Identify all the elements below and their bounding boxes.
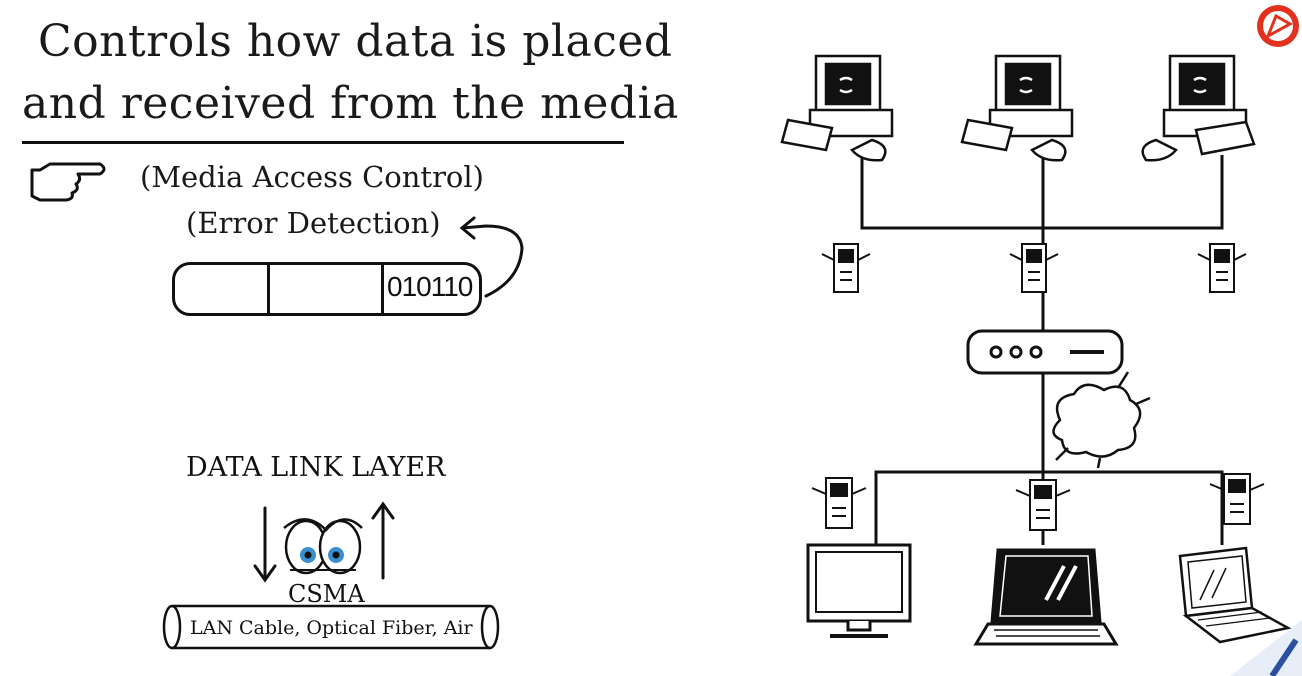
heading-underline: [22, 141, 624, 144]
frame-divider: [267, 265, 270, 313]
loop-arrow-icon: [459, 216, 524, 298]
down-arrow-icon: [253, 506, 277, 583]
brand-logo-icon: [1257, 5, 1299, 47]
network-card-icon: [821, 243, 1247, 293]
corner-accent-icon: [1230, 620, 1302, 676]
csma-label: CSMA: [288, 580, 365, 608]
heading-line-2: and received from the media: [22, 78, 679, 129]
cable-tube: [162, 604, 500, 650]
network-card-icon: [811, 473, 1265, 531]
monitor-icon: [806, 543, 912, 638]
data-link-layer-label: DATA LINK LAYER: [186, 452, 446, 483]
error-detection-label: (Error Detection): [186, 206, 441, 240]
frame-checksum-bits: 010110: [387, 271, 473, 302]
router-icon: [966, 329, 1124, 375]
data-frame: 010110: [172, 262, 482, 316]
pointing-hand-icon: [30, 162, 106, 202]
frame-divider: [381, 265, 384, 313]
laptop-icon: [1178, 546, 1292, 644]
heading-line-1: Controls how data is placed: [38, 16, 673, 67]
collision-cloud-icon: [1052, 371, 1151, 469]
up-arrow-icon: [371, 501, 395, 580]
media-access-control-label: (Media Access Control): [140, 160, 484, 194]
transmission-media-label: LAN Cable, Optical Fiber, Air: [190, 617, 473, 639]
cartoon-eyes-icon: [283, 518, 363, 575]
laptop-icon: [973, 548, 1119, 646]
desktop-computer-icon: [780, 54, 1256, 162]
